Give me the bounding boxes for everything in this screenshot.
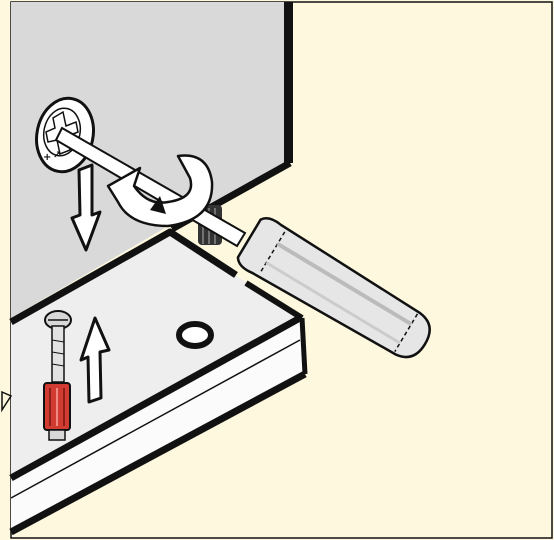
- cam-arrow-label: ↗: [53, 150, 61, 161]
- screw-hole-icon: [179, 324, 211, 346]
- cam-plus-label: +: [43, 152, 51, 163]
